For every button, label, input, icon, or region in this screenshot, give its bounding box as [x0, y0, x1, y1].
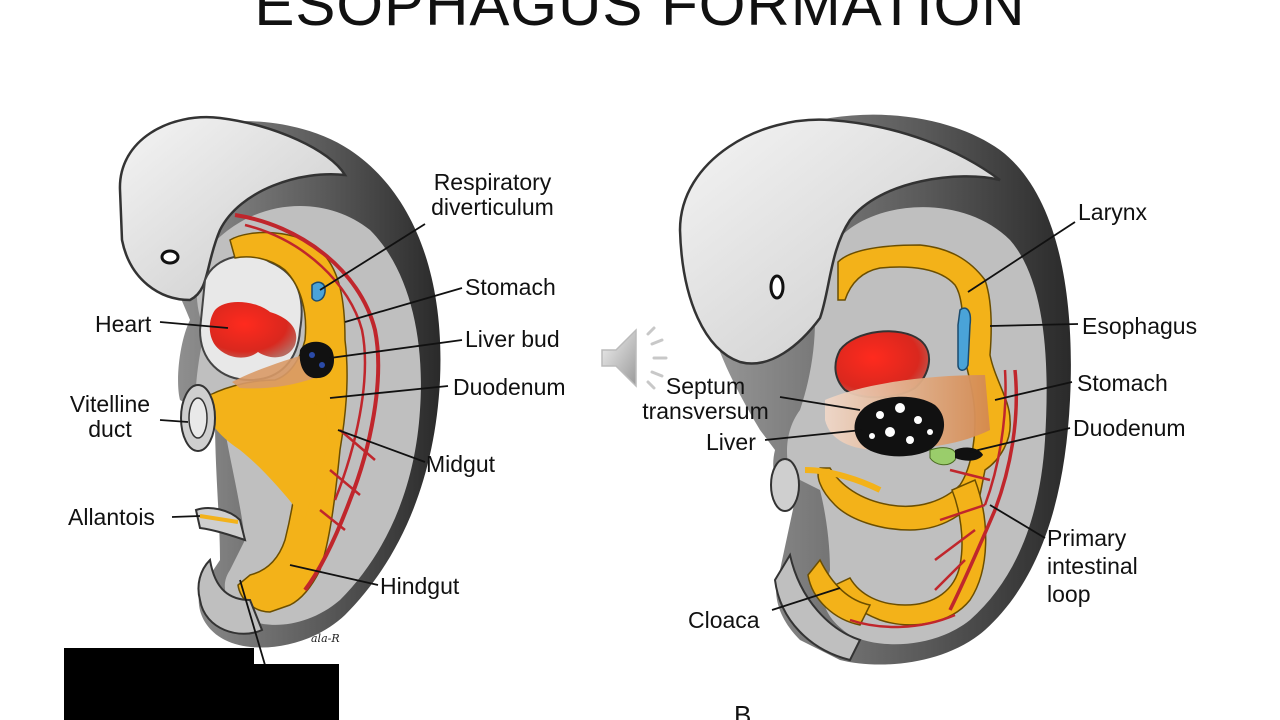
label-esophagus: Esophagus [1082, 313, 1198, 339]
embryo-a [118, 115, 441, 648]
embryo-a-respiratory [311, 281, 326, 302]
redaction-block [250, 664, 339, 720]
embryo-a-midgut [210, 390, 330, 520]
label-heart: Heart [95, 311, 152, 337]
embryo-a-liver-bud [299, 341, 335, 379]
embryo-b-head [678, 118, 1001, 365]
label-duodenum-b: Duodenum [1073, 415, 1186, 441]
label-stomach-b: Stomach [1077, 370, 1168, 396]
label-duodenum-a: Duodenum [453, 374, 566, 400]
label-midgut: Midgut [426, 451, 496, 477]
panel-letter-b: B [734, 700, 752, 720]
embryo-b-duodenum [929, 447, 957, 466]
embryo-b-eye [769, 274, 785, 300]
label-respiratory-diverticulum: Respiratory diverticulum [431, 169, 554, 220]
embryo-a-eye [160, 249, 180, 265]
slide-title: ESOPHAGUS FORMATION [254, 0, 1026, 38]
label-larynx: Larynx [1078, 199, 1148, 225]
embryo-b-tube [770, 458, 800, 512]
embryo-b [678, 114, 1071, 665]
embryo-a-heart [209, 301, 297, 358]
speaker-icon[interactable] [596, 320, 682, 396]
label-allantois: Allantois [68, 504, 155, 530]
label-vitelline-duct: Vitelline duct [69, 391, 151, 442]
embryo-b-leaders [764, 221, 1079, 611]
embryo-b-liver [854, 396, 945, 457]
label-hindgut: Hindgut [380, 573, 460, 599]
embryo-a-leaders [159, 223, 463, 666]
label-primary-intestinal-loop: Primary intestinal loop [1047, 525, 1138, 607]
label-liver-bud: Liver bud [465, 326, 560, 352]
embryo-b-liver-spots [869, 403, 933, 444]
label-cloaca: Cloaca [688, 607, 760, 633]
label-septum-transversum: Septum transversum [642, 373, 769, 424]
embryo-a-vessel [234, 213, 381, 592]
label-stomach-a: Stomach [465, 274, 556, 300]
embryo-a-tail [197, 557, 264, 635]
label-liver: Liver [706, 429, 756, 455]
embryo-b-esophagus [957, 307, 972, 371]
artist-signature: ala-R [311, 632, 340, 645]
embryo-b-vessel [948, 369, 1019, 611]
embryo-b-cloaca [807, 558, 872, 626]
redaction-block [64, 648, 254, 720]
